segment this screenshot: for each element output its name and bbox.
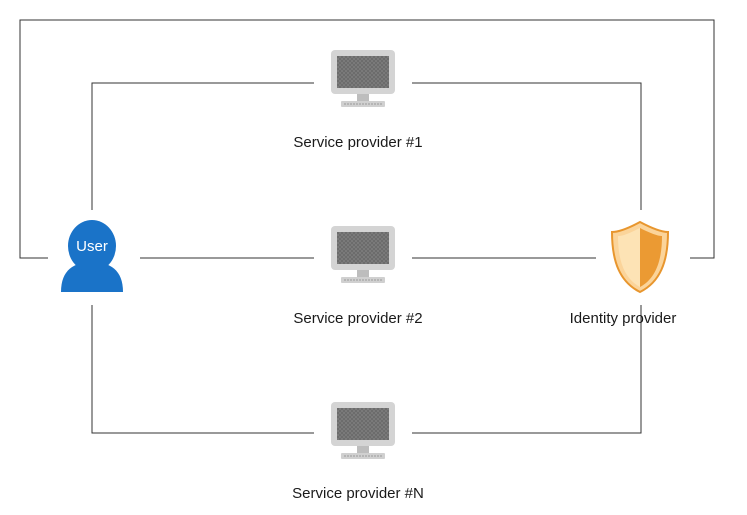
connector-outer — [19, 19, 715, 259]
identity-provider-label: Identity provider — [569, 310, 677, 327]
service-provider-2-label: Service provider #2 — [293, 310, 423, 327]
computer-icon — [330, 401, 396, 460]
computer-icon — [330, 225, 396, 284]
connector-spn-idp — [412, 305, 642, 434]
connector-user-spn — [91, 305, 314, 434]
connector-user-sp1 — [91, 82, 314, 210]
connectors — [19, 19, 715, 434]
service-provider-1-label: Service provider #1 — [293, 134, 423, 151]
connector-sp1-idp — [412, 82, 642, 210]
shield-icon — [610, 220, 670, 294]
computer-icon — [330, 49, 396, 108]
user-label: User — [76, 238, 108, 255]
service-provider-n-label: Service provider #N — [292, 485, 424, 502]
user-icon — [61, 220, 123, 292]
